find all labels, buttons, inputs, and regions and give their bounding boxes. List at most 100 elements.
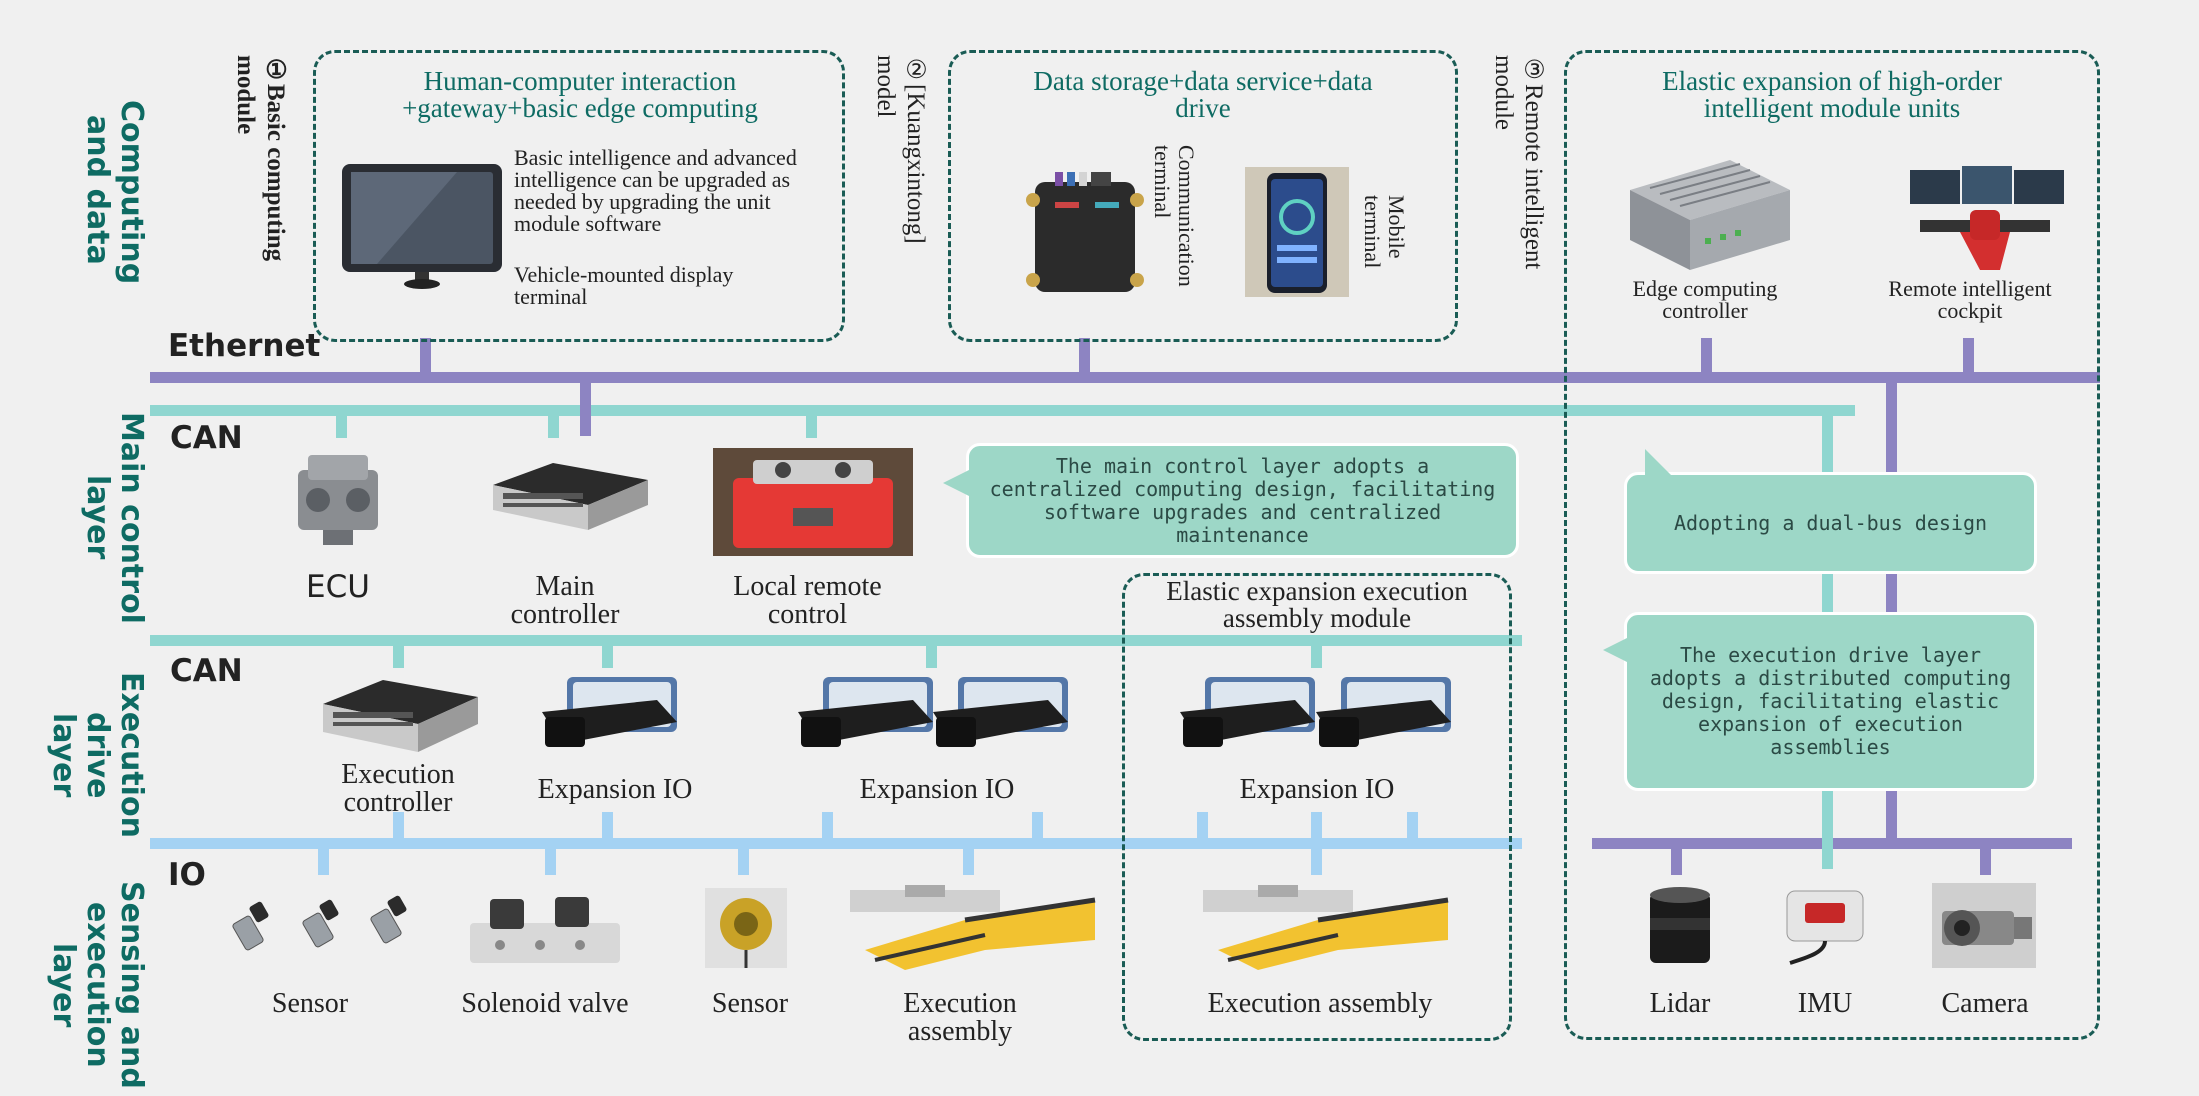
layer-label-sensing: Sensing and execution layer	[46, 881, 149, 1089]
remote-module-box	[1564, 50, 2100, 1040]
main-control-callout-text: The main control layer adopts a centrali…	[989, 453, 1496, 547]
can-bus-middle	[150, 635, 1522, 646]
edge-computing-caption: Edge computing controller	[1632, 276, 1778, 323]
connector	[738, 845, 749, 875]
connector	[548, 410, 559, 438]
imu-image	[1786, 890, 1864, 965]
remote-module-label: ③Remote intelligent module	[1490, 55, 1547, 270]
connector	[545, 845, 556, 875]
execution-controller-image	[323, 680, 478, 752]
basic-module-desc: Basic intelligence and advanced intellig…	[514, 145, 797, 236]
communication-terminal-image	[1026, 172, 1144, 292]
elastic-execution-title: Elastic expansion execution assembly mod…	[1166, 576, 1468, 633]
sensor-2-caption: Sensor	[711, 988, 789, 1019]
data-module-box	[948, 50, 1458, 342]
callout-tail	[1603, 635, 1633, 665]
layer-label-main-control: Main control layer	[80, 411, 149, 624]
solenoid-valve-caption: Solenoid valve	[461, 988, 629, 1019]
solenoid-valve-image	[470, 897, 620, 963]
connector	[1980, 845, 1991, 875]
bus-label-ethernet: Ethernet	[168, 328, 321, 364]
sensor-1-caption: Sensor	[271, 988, 349, 1019]
connector	[1311, 812, 1322, 842]
expansion-io-1-caption: Expansion IO	[537, 774, 693, 805]
expansion-io-image	[542, 677, 677, 747]
layer-label-execution-drive: Execution drive layer	[46, 672, 149, 838]
connector	[1311, 640, 1322, 668]
execution-assembly-1-caption: Execution assembly	[903, 988, 1017, 1047]
connector	[1822, 572, 1833, 614]
can-bus-top	[150, 405, 1855, 416]
connector	[336, 410, 347, 438]
connector	[1886, 789, 1897, 841]
main-controller-image	[493, 463, 648, 530]
connector	[1197, 812, 1208, 842]
execution-assembly-image	[1203, 885, 1449, 970]
mobile-terminal-image	[1245, 167, 1349, 297]
basic-module-label: ①Basic computing module	[232, 55, 289, 262]
connector	[1407, 812, 1418, 842]
execution-drive-callout-text: The execution drive layer adopts a distr…	[1649, 643, 2012, 759]
connector	[926, 640, 937, 668]
expansion-io-image	[798, 677, 933, 747]
io-bus	[150, 838, 1522, 849]
dual-bus-callout: Adopting a dual-bus design	[1624, 449, 2037, 574]
connector	[1671, 845, 1682, 875]
mobile-terminal-caption: Mobile terminal	[1360, 195, 1409, 269]
edge-computing-controller-image	[1630, 160, 1790, 270]
basic-computing-module-box	[313, 50, 845, 342]
expansion-io-3-caption: Expansion IO	[1239, 774, 1395, 805]
connector	[580, 378, 591, 436]
main-control-callout: The main control layer adopts a centrali…	[943, 443, 1519, 558]
callout-tail	[943, 468, 973, 498]
dual-bus-callout-text: Adopting a dual-bus design	[1673, 510, 1988, 535]
expansion-io-image	[1180, 677, 1315, 747]
display-terminal-caption: Vehicle-mounted display terminal	[514, 262, 734, 309]
connector	[1822, 789, 1833, 869]
execution-drive-callout: The execution drive layer adopts a distr…	[1603, 612, 2037, 791]
lidar-image	[1650, 887, 1710, 963]
execution-controller-caption: Execution controller	[341, 759, 455, 818]
callout-tail	[1645, 449, 1675, 479]
execution-assembly-image	[850, 885, 1096, 970]
ethernet-bus	[150, 372, 2100, 383]
expansion-io-2-caption: Expansion IO	[859, 774, 1015, 805]
connector	[1311, 845, 1322, 875]
ecu-image	[298, 455, 378, 545]
basic-module-title: Human-computer interaction +gateway+basi…	[402, 66, 758, 123]
connector	[393, 812, 404, 842]
display-terminal-image	[342, 164, 502, 289]
bus-label-can-2: CAN	[170, 653, 243, 689]
data-module-title: Data storage+data service+data drive	[1033, 66, 1373, 123]
connector	[420, 338, 431, 376]
imu-caption: IMU	[1797, 988, 1853, 1019]
camera-caption: Camera	[1941, 988, 2029, 1019]
expansion-io-image	[1316, 677, 1451, 747]
connector	[318, 845, 329, 875]
layer-label-computing: Computing and data	[80, 100, 149, 285]
connector	[602, 640, 613, 668]
communication-terminal-caption: Communication terminal	[1150, 145, 1199, 287]
expansion-io-image	[933, 677, 1068, 747]
connector	[393, 640, 404, 668]
remote-module-title: Elastic expansion of high-order intellig…	[1662, 66, 2002, 123]
sensor-image	[232, 895, 407, 951]
connector	[806, 410, 817, 438]
remote-cockpit-image	[1910, 166, 2064, 270]
local-remote-control-image	[713, 448, 913, 556]
connector	[1963, 338, 1974, 376]
local-remote-control-caption: Local remote control	[733, 571, 882, 630]
connector	[602, 812, 613, 842]
execution-assembly-2-caption: Execution assembly	[1207, 988, 1433, 1019]
camera-image	[1932, 883, 2036, 968]
connector	[1822, 410, 1833, 472]
connector	[1079, 338, 1090, 376]
sensor-2-image	[705, 888, 787, 968]
ecu-caption: ECU	[306, 569, 370, 605]
connector	[1701, 338, 1712, 376]
bus-label-io: IO	[168, 857, 206, 893]
remote-cockpit-caption: Remote intelligent cockpit	[1888, 276, 2052, 323]
connector	[1032, 812, 1043, 842]
connector	[963, 845, 974, 875]
connector	[822, 812, 833, 842]
